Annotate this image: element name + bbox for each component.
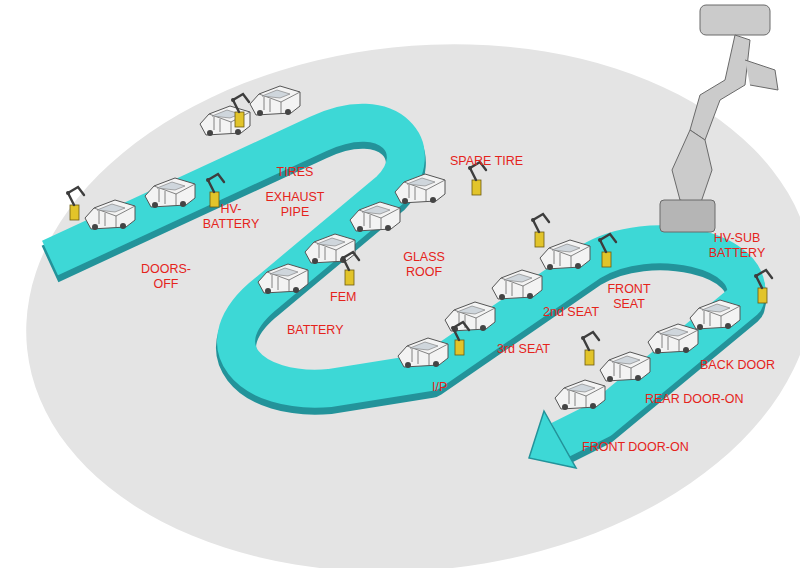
car (398, 338, 448, 368)
robot-gripper (660, 200, 715, 232)
car (258, 264, 308, 294)
car (492, 270, 542, 300)
station-label: HV-SUB BATTERY (702, 231, 772, 261)
robot (66, 187, 84, 220)
station-label: FRONT DOOR-ON (582, 440, 712, 455)
car (145, 178, 195, 208)
car (648, 324, 698, 354)
car (395, 174, 445, 204)
robot (451, 322, 469, 355)
car (540, 240, 590, 270)
robot-link (690, 35, 750, 140)
station-label: I/P (432, 380, 472, 395)
station-label: FEM (330, 290, 370, 305)
car (350, 202, 400, 232)
robot (231, 94, 249, 127)
robot (598, 234, 616, 267)
robot (531, 214, 549, 247)
robot-cable (745, 60, 778, 90)
robot-link (672, 130, 712, 205)
floor-ellipse (0, 6, 800, 568)
car (250, 86, 300, 116)
robot-arm-large (660, 5, 778, 232)
station-label: EXHAUST PIPE (262, 190, 328, 220)
station-label: GLASS ROOF (398, 250, 450, 280)
car (600, 352, 650, 382)
station-label: HV- BATTERY (198, 202, 264, 232)
robot (341, 252, 359, 285)
car (305, 234, 355, 264)
station-label: BATTERY (287, 323, 367, 338)
station-label: DOORS- OFF (140, 262, 192, 292)
robot (754, 270, 772, 303)
conveyor-band (50, 123, 746, 440)
station-label: 2nd SEAT (543, 305, 623, 320)
robot-base (700, 5, 770, 35)
robot (581, 332, 599, 365)
cars (85, 86, 740, 410)
station-label: BACK DOOR (700, 358, 800, 373)
station-label: REAR DOOR-ON (645, 392, 765, 407)
station-label: SPARE TIRE (450, 154, 550, 169)
station-label: TIRES (270, 165, 320, 180)
car (555, 380, 605, 410)
station-label: 3rd SEAT (497, 342, 577, 357)
car (85, 200, 135, 230)
car (690, 300, 740, 330)
robots (66, 94, 772, 365)
conveyor-arrowhead (529, 411, 576, 468)
station-label: FRONT SEAT (603, 282, 655, 312)
conveyor (50, 123, 746, 468)
